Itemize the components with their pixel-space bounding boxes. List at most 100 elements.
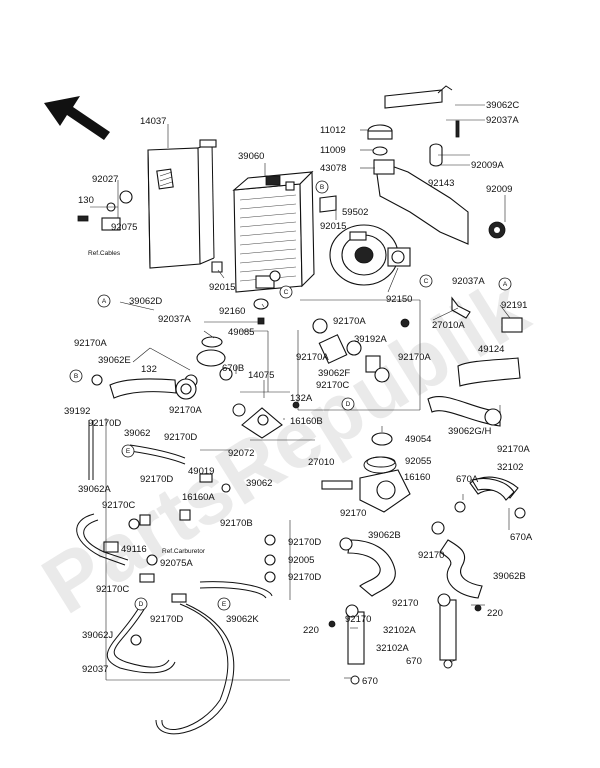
label-92170A-3: 92170A	[74, 338, 107, 349]
label-14075: 14075	[248, 370, 274, 381]
callout-c-2	[419, 274, 433, 288]
label-92075A: 92075A	[160, 558, 193, 569]
reservoir-tank	[367, 85, 506, 245]
radiator-fin-line	[239, 194, 297, 201]
label-132A: 132A	[290, 393, 313, 404]
label-92027: 92027	[92, 174, 118, 185]
label-92170D-2: 92170D	[164, 432, 197, 443]
clamps-and-fittings	[77, 190, 526, 685]
label-92075: 92075	[111, 222, 137, 233]
radiator-fin-line	[239, 212, 297, 219]
radiator-fin-line	[239, 248, 297, 255]
callout-c-2-text: C	[424, 278, 429, 285]
label-92170D-3: 92170D	[140, 474, 173, 485]
label-92072: 92072	[228, 448, 254, 459]
callout-e-2-text: E	[222, 601, 227, 608]
label-92170-3: 92170	[392, 598, 418, 609]
label-92143: 92143	[428, 178, 454, 189]
radiator-fin-line	[239, 221, 297, 228]
water-pump-assembly	[329, 224, 411, 286]
label-92055: 92055	[405, 456, 431, 467]
label-92170-4: 92170	[345, 614, 371, 625]
label-27010: 27010	[308, 457, 334, 468]
callout-e-1-text: E	[126, 448, 131, 455]
front-direction-arrow-icon	[44, 96, 110, 140]
callout-d-2	[134, 597, 148, 611]
label-92170A-5: 92170A	[398, 352, 431, 363]
callout-d-1	[341, 397, 355, 411]
label-59502: 59502	[342, 207, 368, 218]
label-670A-2: 670A	[510, 532, 533, 543]
callout-a-1-text: A	[102, 298, 107, 305]
label-92170C-2: 92170C	[96, 584, 129, 595]
label-39062-b: 39062	[246, 478, 272, 489]
callout-c-1-text: C	[284, 289, 289, 296]
label-92037A-top: 92037A	[486, 115, 519, 126]
label-16160A: 16160A	[182, 492, 215, 503]
label-92015-b: 92015	[209, 282, 235, 293]
radiator-core	[232, 170, 315, 293]
label-32102A-1: 32102A	[383, 625, 416, 636]
label-670-1: 670	[406, 656, 422, 667]
label-39062E: 39062E	[98, 355, 131, 366]
label-39062J: 39062J	[82, 630, 113, 641]
leader-lines	[90, 104, 511, 681]
vacuum-tubes	[76, 420, 273, 735]
label-92170D-5: 92170D	[288, 572, 321, 583]
label-ref-cables: Ref.Cables	[88, 250, 121, 257]
callout-e-1	[121, 444, 135, 458]
label-92170D-4: 92170D	[288, 537, 321, 548]
label-39062B-2: 39062B	[493, 571, 526, 582]
label-92170A-1: 92170A	[333, 316, 366, 327]
label-39060: 39060	[238, 151, 264, 162]
label-32102: 32102	[497, 462, 523, 473]
label-49085: 49085	[228, 327, 254, 338]
label-49124: 49124	[478, 344, 504, 355]
callout-markers: B C A A C B D E D E	[69, 180, 512, 611]
label-92015-a: 92015	[320, 221, 346, 232]
label-11012: 11012	[320, 125, 346, 136]
label-92037A-mid: 92037A	[452, 276, 485, 287]
callout-b-2-text: B	[74, 373, 78, 380]
label-92037A-left: 92037A	[158, 314, 191, 325]
label-92170-2: 92170	[418, 550, 444, 561]
radiator-fin-line	[239, 257, 297, 264]
label-92009: 92009	[486, 184, 512, 195]
label-92005: 92005	[288, 555, 314, 566]
label-14037: 14037	[140, 116, 166, 127]
label-39062G-H: 39062G/H	[448, 426, 491, 437]
radiator-fin-line	[239, 203, 297, 210]
label-92170A-4: 92170A	[169, 405, 202, 416]
radiator-fin-line	[239, 266, 297, 273]
radiator-screen	[147, 139, 217, 269]
label-ref-carburetor: Ref.Carburetor	[162, 548, 206, 555]
callout-d-2-text: D	[139, 601, 144, 608]
label-49116: 49116	[121, 544, 147, 555]
label-49019: 49019	[188, 466, 214, 477]
label-92170A-6: 92170A	[497, 444, 530, 455]
part-labels: 14037 39060 11012 11009 43078 39062C 920…	[64, 100, 533, 687]
label-92170B: 92170B	[220, 518, 253, 529]
label-16160: 16160	[404, 472, 430, 483]
callout-a-2-text: A	[503, 281, 508, 288]
label-670B: 670B	[222, 363, 244, 374]
label-11009: 11009	[320, 145, 346, 156]
label-92009A: 92009A	[471, 160, 504, 171]
label-92150: 92150	[386, 294, 412, 305]
callout-b-2	[69, 369, 83, 383]
label-39062F: 39062F	[318, 368, 350, 379]
callout-a-1	[97, 294, 111, 308]
label-92170-1: 92170	[340, 508, 366, 519]
label-92160: 92160	[219, 306, 245, 317]
label-39062C: 39062C	[486, 100, 519, 111]
label-92170C-top: 92170C	[316, 380, 349, 391]
label-39062K: 39062K	[226, 614, 259, 625]
callout-a-2	[498, 277, 512, 291]
label-39062-a: 39062	[124, 428, 150, 439]
label-39062D: 39062D	[129, 296, 162, 307]
label-92191: 92191	[501, 300, 527, 311]
callout-b-1-text: B	[320, 184, 324, 191]
label-92170C-1: 92170C	[102, 500, 135, 511]
label-670-2: 670	[362, 676, 378, 687]
radiator-fin-line	[239, 230, 297, 237]
